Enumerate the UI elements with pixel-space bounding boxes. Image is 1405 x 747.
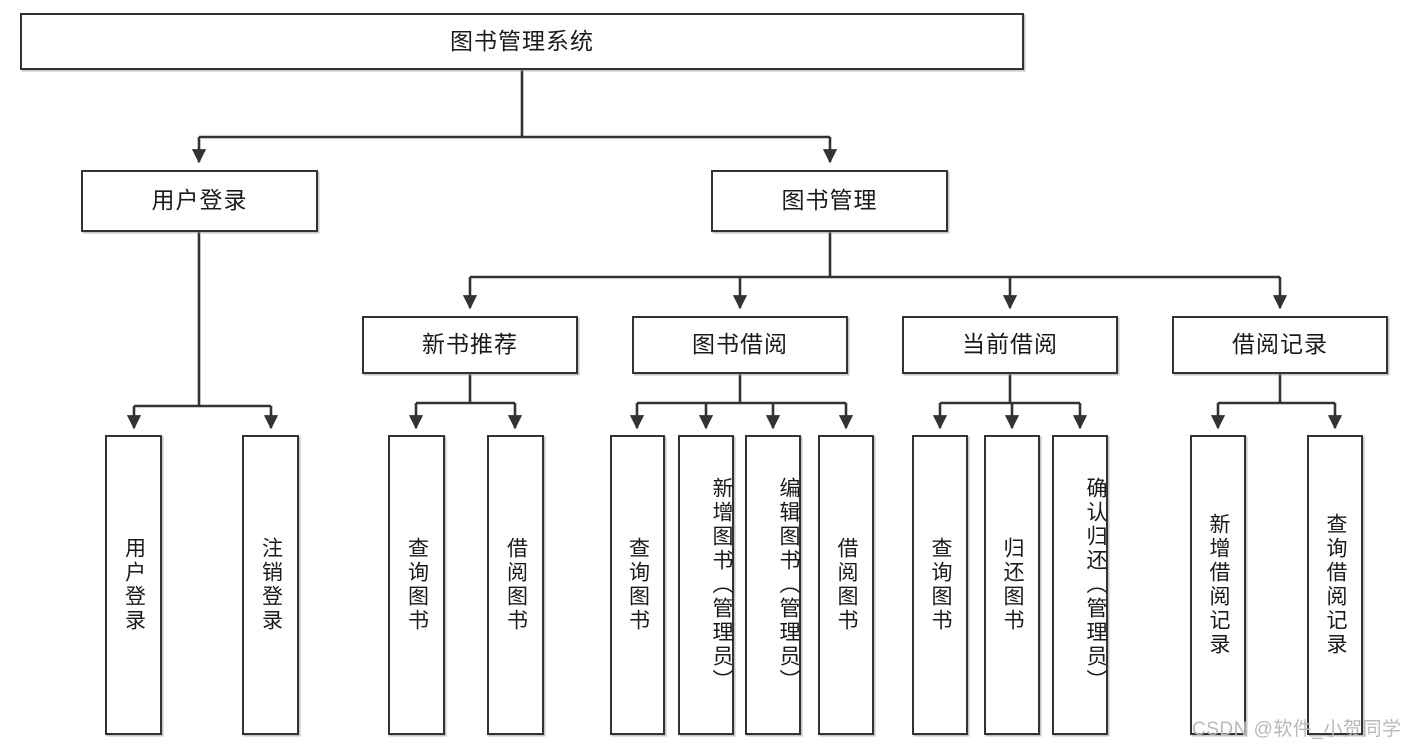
node-current-borrow-label: 当前借阅 bbox=[962, 331, 1058, 358]
leaf-user-login[interactable]: 用户登录 bbox=[105, 435, 162, 735]
node-user-login[interactable]: 用户登录 bbox=[81, 170, 318, 232]
node-book-borrow-label: 图书借阅 bbox=[692, 331, 788, 358]
node-new-book-recommend[interactable]: 新书推荐 bbox=[362, 316, 578, 374]
leaf-borrow-book[interactable]: 借阅图书 bbox=[818, 435, 874, 735]
leaf-query-book-recommend[interactable]: 查询图书 bbox=[388, 435, 445, 735]
leaf-borrow-book-recommend[interactable]: 借阅图书 bbox=[487, 435, 544, 735]
node-root-label: 图书管理系统 bbox=[450, 27, 594, 54]
node-book-management[interactable]: 图书管理 bbox=[711, 170, 948, 232]
leaf-add-book-admin[interactable]: 新增图书（管理员） bbox=[678, 435, 734, 735]
node-root[interactable]: 图书管理系统 bbox=[20, 13, 1024, 70]
leaf-return-book[interactable]: 归还图书 bbox=[984, 435, 1040, 735]
node-book-borrow[interactable]: 图书借阅 bbox=[632, 316, 848, 374]
leaf-query-book-current[interactable]: 查询图书 bbox=[912, 435, 968, 735]
leaf-query-book-borrow[interactable]: 查询图书 bbox=[610, 435, 665, 735]
node-current-borrow[interactable]: 当前借阅 bbox=[902, 316, 1118, 374]
node-new-book-recommend-label: 新书推荐 bbox=[422, 331, 518, 358]
leaf-edit-book-admin[interactable]: 编辑图书（管理员） bbox=[745, 435, 801, 735]
leaf-query-borrow-record[interactable]: 查询借阅记录 bbox=[1307, 435, 1363, 735]
leaf-user-logout[interactable]: 注销登录 bbox=[242, 435, 299, 735]
csdn-watermark: CSDN @软件_小贺同学 bbox=[1192, 719, 1402, 740]
node-borrow-records[interactable]: 借阅记录 bbox=[1172, 316, 1388, 374]
node-user-login-label: 用户登录 bbox=[151, 187, 248, 214]
leaf-add-borrow-record[interactable]: 新增借阅记录 bbox=[1190, 435, 1246, 735]
leaf-confirm-return-admin[interactable]: 确认归还（管理员） bbox=[1052, 435, 1108, 735]
node-borrow-records-label: 借阅记录 bbox=[1232, 331, 1328, 358]
node-book-management-label: 图书管理 bbox=[781, 187, 878, 214]
